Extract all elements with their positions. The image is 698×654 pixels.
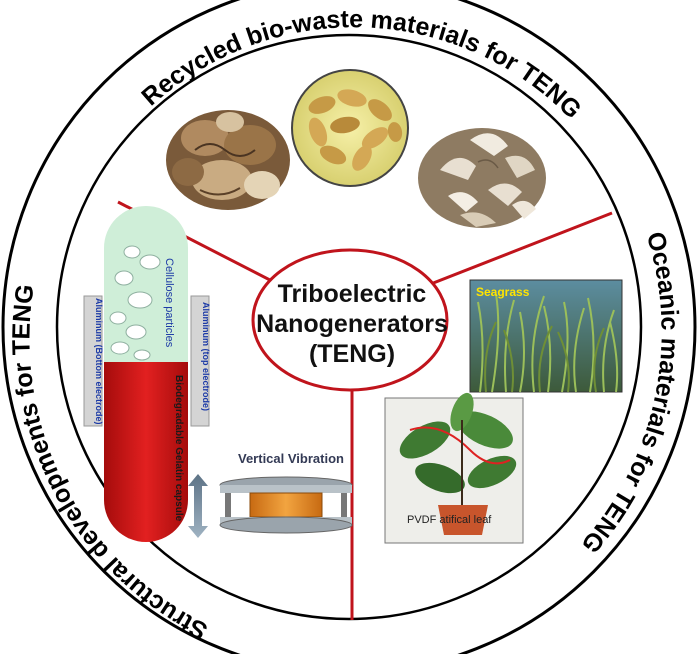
center-title-line2: Nanogenerators <box>256 310 448 338</box>
center-ellipse <box>251 248 449 392</box>
seagrass-photo: Seagrass <box>469 279 623 393</box>
pvdf-leaf-plant-photo: PVDF atifical leaf <box>384 392 524 544</box>
svg-text:Aluminum (Bottom electrode): Aluminum (Bottom electrode) <box>94 298 104 425</box>
vibration-label: Vertical Vibration <box>238 451 344 466</box>
cellulose-label: Cellulose particles <box>163 258 175 348</box>
peanut-pile-photo <box>291 69 409 187</box>
capsule-label: Biodegradable Gelatin capsule <box>173 375 184 522</box>
vibration-arrow-icon <box>188 474 208 538</box>
vibration-device <box>219 476 353 534</box>
gelatin-capsule: Cellulose particles Biodegradable Gelati… <box>104 206 188 542</box>
center-title-line3: (TENG) <box>309 340 395 368</box>
walnut-shell-photo <box>166 110 290 210</box>
center-title-line1: Triboelectric <box>278 280 427 308</box>
pvdf-leaf-label: PVDF atifical leaf <box>407 514 492 526</box>
eggshell-pile-photo <box>418 128 546 228</box>
aluminum-bottom-electrode: Aluminum (Bottom electrode) <box>83 295 104 427</box>
svg-text:Aluminum (top electrode): Aluminum (top electrode) <box>201 302 211 411</box>
seagrass-label: Seagrass <box>476 285 530 299</box>
aluminum-top-electrode: Aluminum (top electrode) <box>190 295 211 427</box>
